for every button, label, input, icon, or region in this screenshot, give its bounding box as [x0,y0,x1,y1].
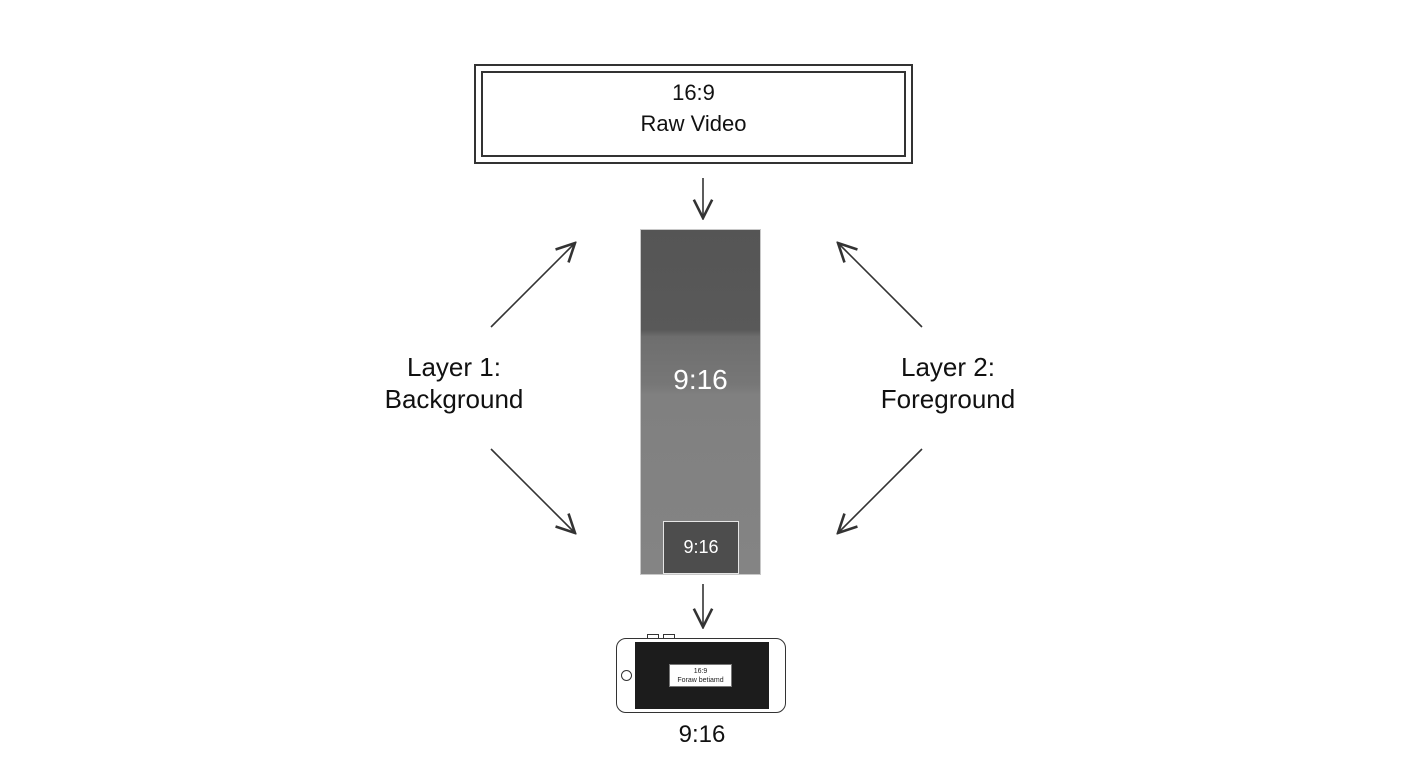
phone-card-ratio: 16:9 [693,668,708,675]
layer-2-label: Layer 2: Foreground [858,351,1038,415]
phone-side-button [647,634,659,638]
raw-video-ratio: 16:9 [672,80,715,105]
phone-side-button [663,634,675,638]
raw-video-box: 16:9 Raw Video [474,64,913,164]
foreground-box: 9:16 [663,521,739,574]
foreground-ratio: 9:16 [683,537,719,557]
arrow-layer1-up [490,243,575,328]
layer-2-line-1: Layer 2: [901,352,995,382]
arrow-layer2-up [838,243,923,328]
layer-1-line-2: Background [384,384,524,414]
vertical-canvas: 9:16 9:16 [640,229,761,575]
phone-home-button-icon [621,670,632,681]
output-ratio: 9:16 [678,721,726,748]
raw-video-inner-frame [481,71,906,157]
layer-1-line-1: Layer 1: [407,352,501,382]
phone-card-title: Foraw betiamd [677,677,724,684]
phone-screen: 16:9 Foraw betiamd [635,642,769,709]
layer-1-label: Layer 1: Background [364,351,544,415]
phone-mockup: 16:9 Foraw betiamd [616,634,786,713]
canvas-ratio: 9:16 [673,364,728,395]
arrow-layer2-down [838,448,923,533]
phone-video-card: 16:9 Foraw betiamd [669,664,732,687]
layer-2-line-2: Foreground [880,384,1016,414]
raw-video-title: Raw Video [640,111,747,136]
arrow-layer1-down [490,448,575,533]
